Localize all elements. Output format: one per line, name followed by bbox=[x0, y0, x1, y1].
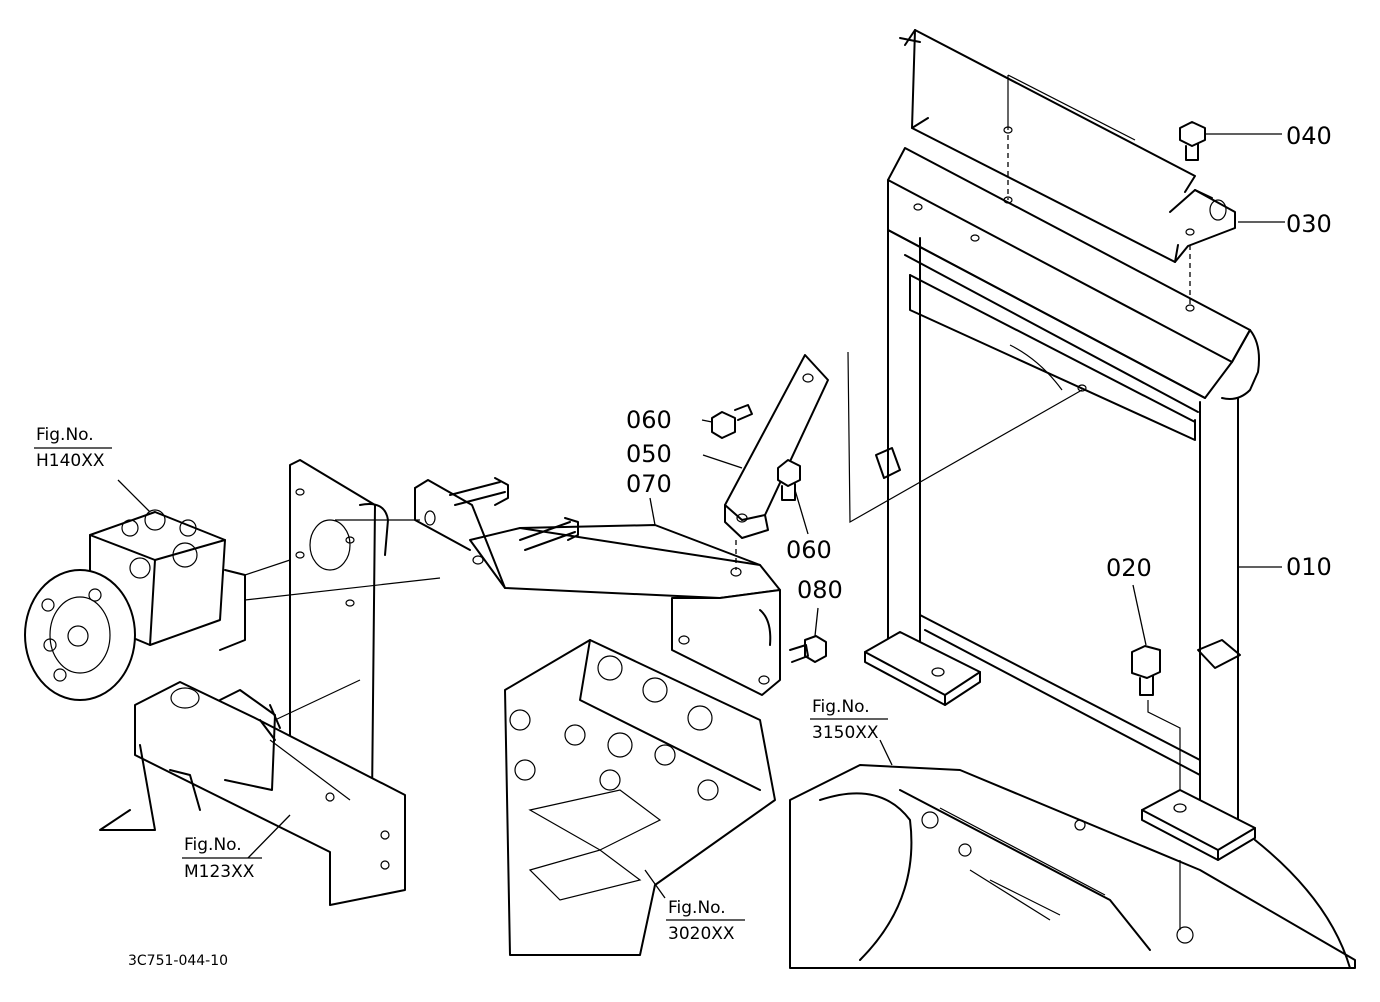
stay-050 bbox=[702, 351, 1083, 539]
callout-070: 070 bbox=[626, 470, 672, 498]
transmission-case bbox=[789, 739, 1356, 969]
bolt-080 bbox=[789, 607, 827, 663]
top-bracket-030 bbox=[899, 29, 1285, 305]
cylinder-head bbox=[504, 639, 776, 956]
bolt-060-lower bbox=[777, 459, 809, 535]
steering-unit bbox=[24, 479, 246, 701]
steering-base bbox=[99, 679, 406, 906]
callout-060-upper: 060 bbox=[626, 406, 672, 434]
fig-ref-h140-line2: H140XX bbox=[36, 451, 105, 471]
fig-ref-3150-line1: Fig.No. bbox=[812, 697, 870, 717]
fig-ref-3150: Fig.No. 3150XX bbox=[810, 697, 888, 743]
radiator-frame-010 bbox=[864, 147, 1282, 861]
fig-ref-3150-line2: 3150XX bbox=[812, 723, 879, 743]
callout-020: 020 bbox=[1106, 554, 1152, 582]
bolt-020 bbox=[1131, 584, 1181, 790]
fig-ref-h140: Fig.No. H140XX bbox=[34, 425, 112, 471]
callout-050: 050 bbox=[626, 440, 672, 468]
fig-ref-m123-line1: Fig.No. bbox=[184, 835, 242, 855]
bolt-060-upper bbox=[701, 404, 753, 439]
fig-ref-3020-line1: Fig.No. bbox=[668, 898, 726, 918]
callout-060-lower: 060 bbox=[786, 536, 832, 564]
drawing-code: 3C751-044-10 bbox=[128, 953, 228, 969]
callout-010: 010 bbox=[1286, 553, 1332, 581]
bolt-040 bbox=[1179, 121, 1282, 161]
fig-ref-3020: Fig.No. 3020XX bbox=[666, 898, 745, 944]
callout-030: 030 bbox=[1286, 210, 1332, 238]
callout-080: 080 bbox=[797, 576, 843, 604]
fig-ref-m123: Fig.No. M123XX bbox=[182, 835, 262, 882]
fig-ref-3020-line2: 3020XX bbox=[668, 924, 735, 944]
fig-ref-m123-line2: M123XX bbox=[184, 862, 255, 882]
callout-040: 040 bbox=[1286, 122, 1332, 150]
fig-ref-h140-line1: Fig.No. bbox=[36, 425, 94, 445]
